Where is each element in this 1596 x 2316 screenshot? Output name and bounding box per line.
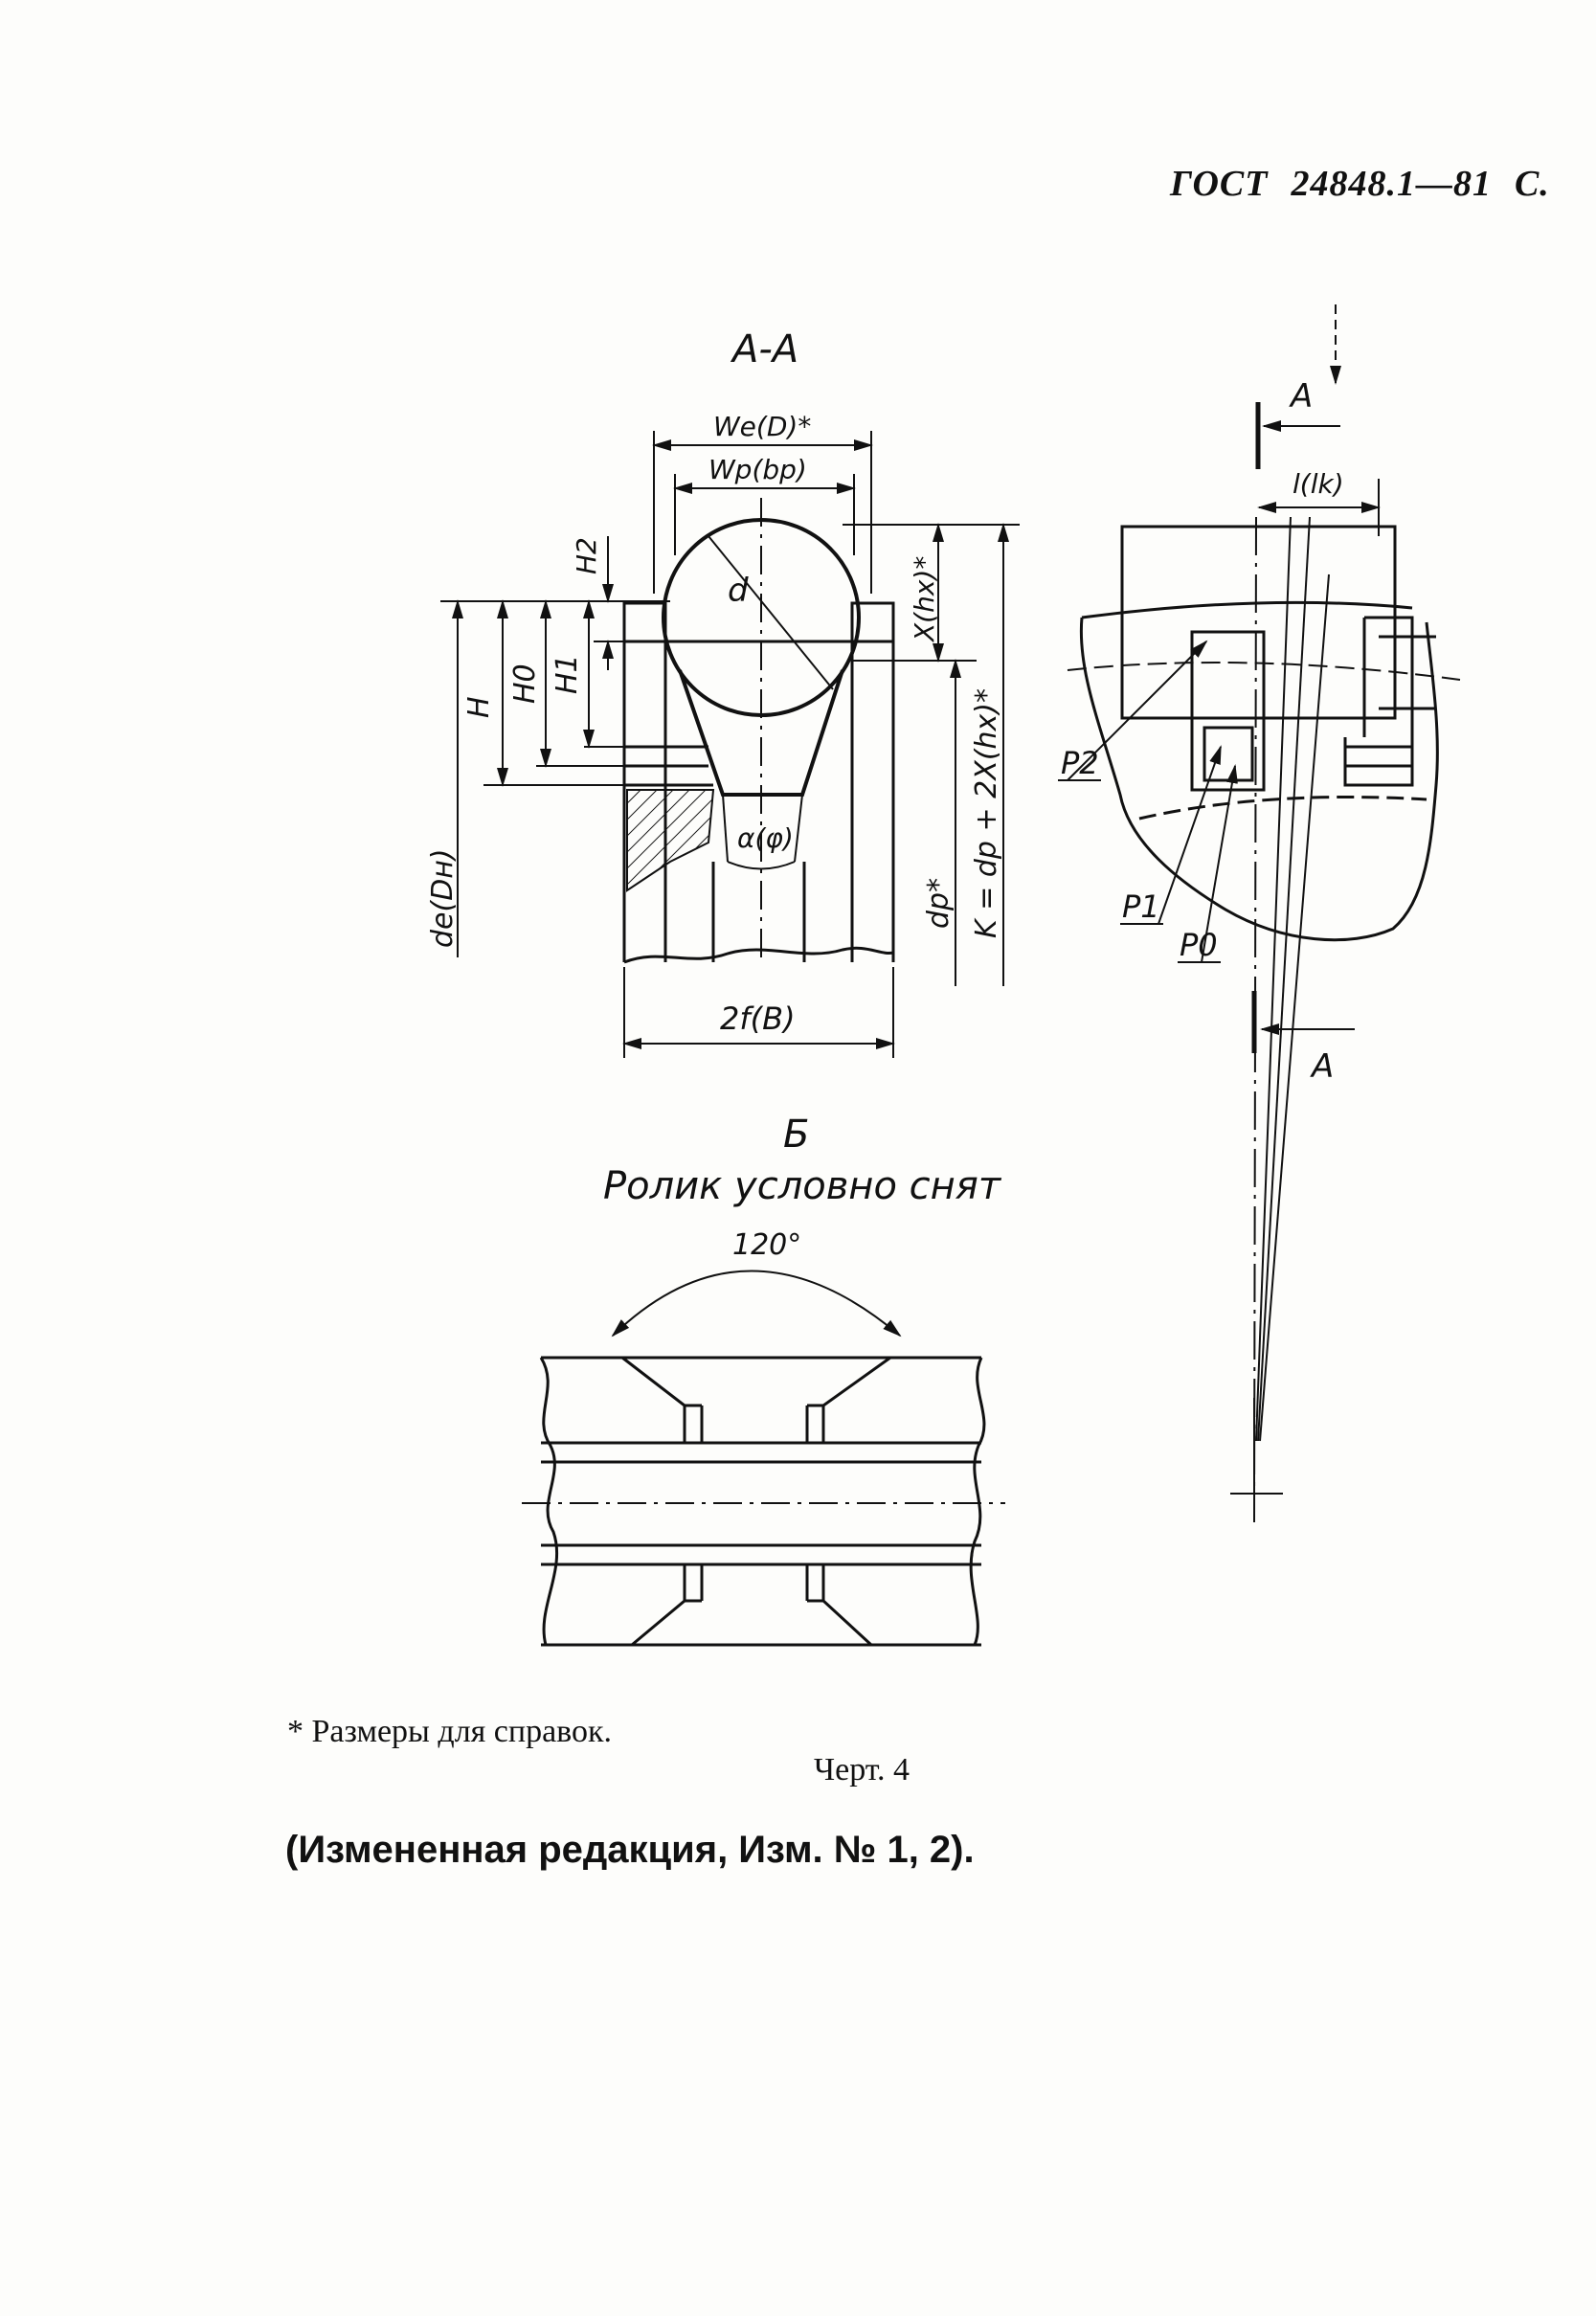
hatched-section xyxy=(626,789,715,892)
d-label: d xyxy=(728,572,749,610)
p2-label: P2 xyxy=(1061,745,1099,781)
top-dimensions xyxy=(652,431,873,594)
angle-label: 120° xyxy=(732,1228,801,1262)
section-aa-body xyxy=(622,601,895,964)
page-prefix: С. xyxy=(1514,164,1550,204)
figure-caption: Черт. 4 xyxy=(814,1752,910,1788)
dp-label: dp* xyxy=(922,878,955,929)
page-header: ГОСТ 24848.1—81 С. xyxy=(1170,163,1573,205)
standard-label: ГОСТ xyxy=(1170,164,1269,204)
side-view-axes xyxy=(1230,516,1330,1523)
left-dimensions xyxy=(440,536,708,957)
section-aa: А-А xyxy=(426,327,1020,1058)
revision-note: (Измененная редакция, Изм. № 1, 2). xyxy=(285,1829,975,1871)
k-formula-label: K = dp + 2X(hx)* xyxy=(970,688,1003,938)
h2-label: H2 xyxy=(571,537,602,574)
bottom-dimension xyxy=(622,967,895,1058)
two-f-label: 2f(B) xyxy=(720,1001,796,1037)
side-a-top-label: А xyxy=(1289,377,1313,416)
h1-label: H1 xyxy=(551,654,584,694)
footnote: * Размеры для справок. xyxy=(287,1714,613,1749)
side-a-bottom-label: А xyxy=(1310,1047,1334,1086)
p0-label: P0 xyxy=(1180,927,1218,963)
h-label: H xyxy=(462,696,496,718)
right-dimensions xyxy=(843,523,1020,986)
h0-label: H0 xyxy=(508,663,542,704)
wp-label: Wp(bp) xyxy=(708,454,807,485)
we-label: We(D)* xyxy=(713,411,811,442)
section-aa-title: А-А xyxy=(730,327,798,371)
alpha-label: α(φ) xyxy=(737,822,794,854)
standard-number: 24848.1—81 xyxy=(1291,164,1492,204)
view-b-plate xyxy=(539,1356,986,1647)
diameter-line xyxy=(708,535,834,690)
x-hx-label: X(hx)* xyxy=(909,556,940,643)
view-b-subtitle: Ролик условно снят xyxy=(603,1164,1002,1208)
side-view: А l(lk) xyxy=(1058,304,1461,1523)
l-lk-label: l(lk) xyxy=(1293,468,1344,500)
de-label: de(Dн) xyxy=(426,848,460,948)
view-b: Б Ролик условно снят 120° xyxy=(522,1113,1005,1647)
view-b-title: Б xyxy=(783,1113,809,1157)
side-view-block xyxy=(1079,525,1439,942)
p1-label: P1 xyxy=(1122,888,1160,925)
